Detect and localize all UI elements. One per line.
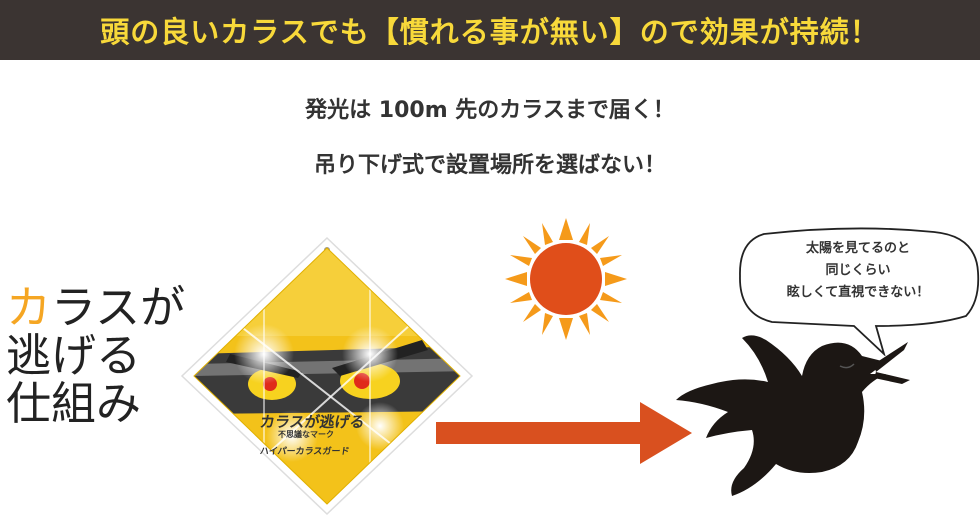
sign-graphic bbox=[180, 236, 474, 516]
mechanism-title-accent-char: カ bbox=[6, 281, 52, 334]
crow-guard-sign: カラスが逃げる 不思議なマーク ハイパーカラスガード bbox=[172, 236, 492, 516]
sign-flare-4 bbox=[356, 402, 404, 450]
mechanism-title-line-1: カラスが bbox=[6, 284, 185, 332]
sign-brand: ハイパーカラスガード bbox=[259, 447, 350, 457]
subheading-hanging: 吊り下げ式で設置場所を選ばない！ bbox=[313, 153, 666, 178]
arrow-right-icon bbox=[436, 402, 692, 464]
banner-headline: 頭の良いカラスでも【慣れる事が無い】ので効果が持続！ bbox=[100, 15, 880, 49]
mechanism-title-line-2: 逃げる bbox=[6, 329, 142, 382]
speech-bubble: 太陽を見てるのと 同じくらい 眩しくて直視できない！ bbox=[734, 226, 980, 357]
sun-icon bbox=[505, 218, 627, 340]
mechanism-title-line-3: 仕組み bbox=[6, 377, 142, 430]
crow-beak-lower bbox=[874, 372, 910, 384]
mechanism-title: カラスが 逃げる 仕組み bbox=[6, 284, 185, 428]
sign-subtitle: 不思議なマーク bbox=[278, 430, 334, 439]
sun-rays bbox=[505, 218, 627, 340]
speech-bubble-text: 太陽を見てるのと 同じくらい 眩しくて直視できない！ bbox=[740, 238, 976, 304]
sun-core bbox=[530, 243, 602, 315]
bubble-line-3: 眩しくて直視できない！ bbox=[786, 285, 930, 300]
top-banner: 頭の良いカラスでも【慣れる事が無い】ので効果が持続！ bbox=[0, 0, 980, 60]
crow-silhouette bbox=[676, 335, 910, 496]
bubble-line-2: 同じくらい bbox=[825, 263, 891, 278]
sign-flare-3 bbox=[266, 410, 318, 462]
speech-bubble-shape bbox=[739, 227, 980, 357]
bubble-line-1: 太陽を見てるのと bbox=[805, 241, 910, 256]
mechanism-title-line-1-rest: ラスが bbox=[51, 281, 186, 334]
subheading-range: 発光は 100m 先のカラスまで届く！ bbox=[305, 98, 675, 123]
crow-beak-upper bbox=[874, 342, 908, 372]
crow-eye bbox=[839, 363, 855, 369]
